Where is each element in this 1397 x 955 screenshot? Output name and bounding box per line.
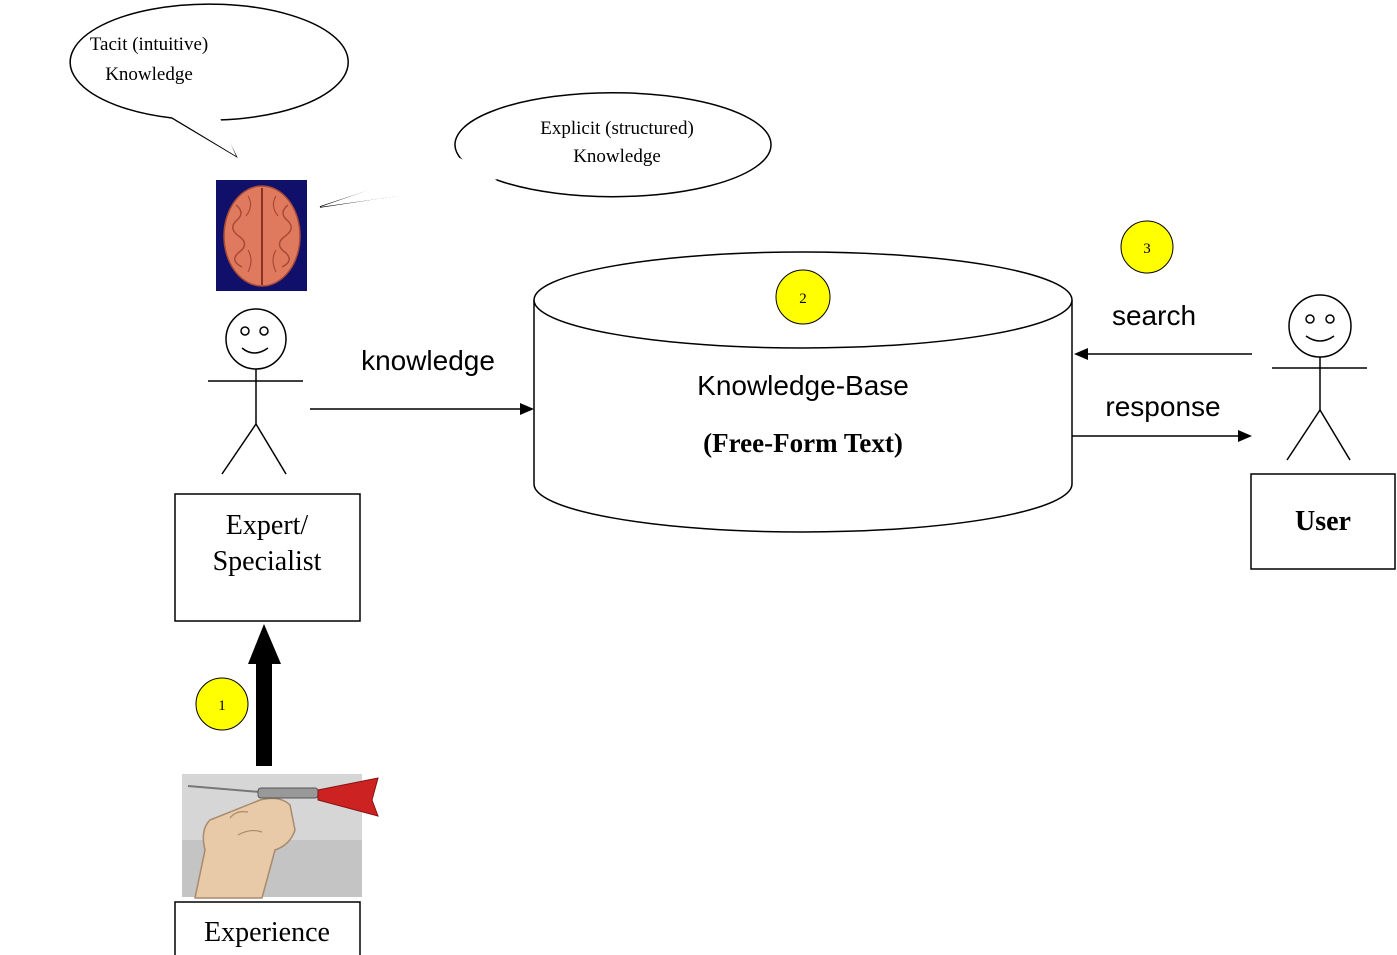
step-3-label: 3	[1143, 241, 1151, 257]
knowledge-arrow: knowledge	[310, 345, 534, 415]
user-stick-figure-icon	[1272, 294, 1367, 461]
knowledge-base-cylinder: Knowledge-Base (Free-Form Text)	[533, 251, 1073, 533]
response-arrow: response	[1072, 391, 1252, 442]
explicit-line1: Explicit (structured)	[540, 118, 694, 139]
user-label: User	[1295, 506, 1351, 537]
expert-stick-figure-icon	[208, 308, 303, 475]
tacit-line1: Tacit (intuitive)	[90, 34, 208, 55]
response-arrow-label: response	[1105, 391, 1220, 422]
explicit-knowledge-bubble: Explicit (structured) Knowledge	[319, 91, 772, 208]
experience-box: Experience	[174, 901, 361, 955]
search-arrow: search	[1074, 300, 1252, 360]
step-3-marker: 3	[1120, 220, 1174, 274]
tacit-line2: Knowledge	[105, 64, 193, 85]
explicit-line2: Knowledge	[573, 146, 661, 167]
knowledge-base-subtitle: (Free-Form Text)	[703, 428, 903, 458]
experience-to-expert-arrow	[248, 624, 281, 766]
step-1-marker: 1	[195, 677, 249, 731]
expert-label-line1: Expert/	[226, 510, 309, 541]
knowledge-arrow-label: knowledge	[361, 345, 495, 376]
expert-label-line2: Specialist	[213, 546, 322, 577]
user-box: User	[1250, 473, 1396, 570]
hand-dart-image	[182, 774, 379, 899]
search-arrow-label: search	[1112, 300, 1196, 331]
step-2-marker: 2	[775, 269, 831, 325]
brain-image	[216, 180, 307, 291]
step-2-label: 2	[799, 291, 807, 307]
expert-specialist-box: Expert/ Specialist	[174, 493, 361, 622]
experience-label: Experience	[204, 917, 330, 948]
step-1-label: 1	[218, 698, 226, 714]
knowledge-base-title: Knowledge-Base	[697, 370, 909, 401]
tacit-knowledge-bubble: Tacit (intuitive) Knowledge	[69, 3, 349, 158]
